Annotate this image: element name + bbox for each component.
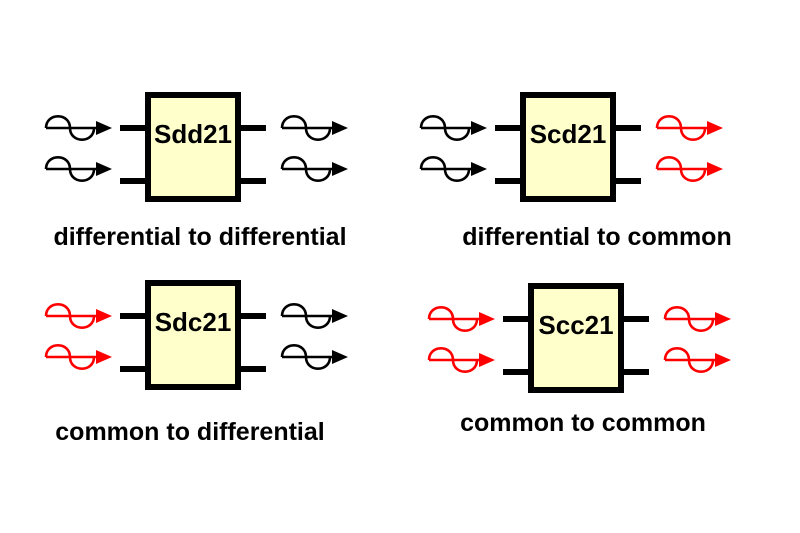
sine-arrow-icon: [655, 156, 723, 182]
sine-arrow-icon: [280, 156, 348, 182]
two-port-box: [503, 283, 649, 393]
block-caption: differential to common: [462, 223, 731, 251]
sine-arrow-icon: [44, 303, 112, 329]
sine-arrow-icon: [280, 115, 348, 141]
sine-arrow-icon: [280, 303, 348, 329]
sine-arrow-icon: [663, 306, 731, 332]
block-caption: common to common: [460, 409, 706, 437]
block-scd21: Scd21 differential to common: [419, 92, 732, 251]
input-signals: [427, 306, 495, 373]
block-caption: common to differential: [55, 418, 324, 446]
block-sdd21: Sdd21 differential to differential: [44, 92, 348, 251]
two-port-box: [120, 92, 266, 202]
two-port-box: [120, 280, 266, 390]
sine-arrow-icon: [280, 344, 348, 370]
sine-arrow-icon: [655, 115, 723, 141]
sine-arrow-icon: [44, 344, 112, 370]
block-scc21: Scc21 common to common: [427, 283, 731, 437]
sine-arrow-icon: [427, 347, 495, 373]
sine-arrow-icon: [419, 156, 487, 182]
sine-arrow-icon: [419, 115, 487, 141]
output-signals: [663, 306, 731, 373]
input-signals: [419, 115, 487, 182]
block-label: Scc21: [538, 310, 613, 340]
two-port-box: [495, 92, 641, 202]
sine-arrow-icon: [663, 347, 731, 373]
sine-arrow-icon: [427, 306, 495, 332]
block-caption: differential to differential: [53, 223, 346, 251]
block-sdc21: Sdc21 common to differential: [44, 280, 348, 446]
output-signals: [655, 115, 723, 182]
sine-arrow-icon: [44, 156, 112, 182]
input-signals: [44, 303, 112, 370]
block-label: Sdc21: [155, 307, 232, 337]
block-label: Scd21: [530, 119, 607, 149]
input-signals: [44, 115, 112, 182]
output-signals: [280, 303, 348, 370]
output-signals: [280, 115, 348, 182]
block-label: Sdd21: [154, 119, 232, 149]
sine-arrow-icon: [44, 115, 112, 141]
